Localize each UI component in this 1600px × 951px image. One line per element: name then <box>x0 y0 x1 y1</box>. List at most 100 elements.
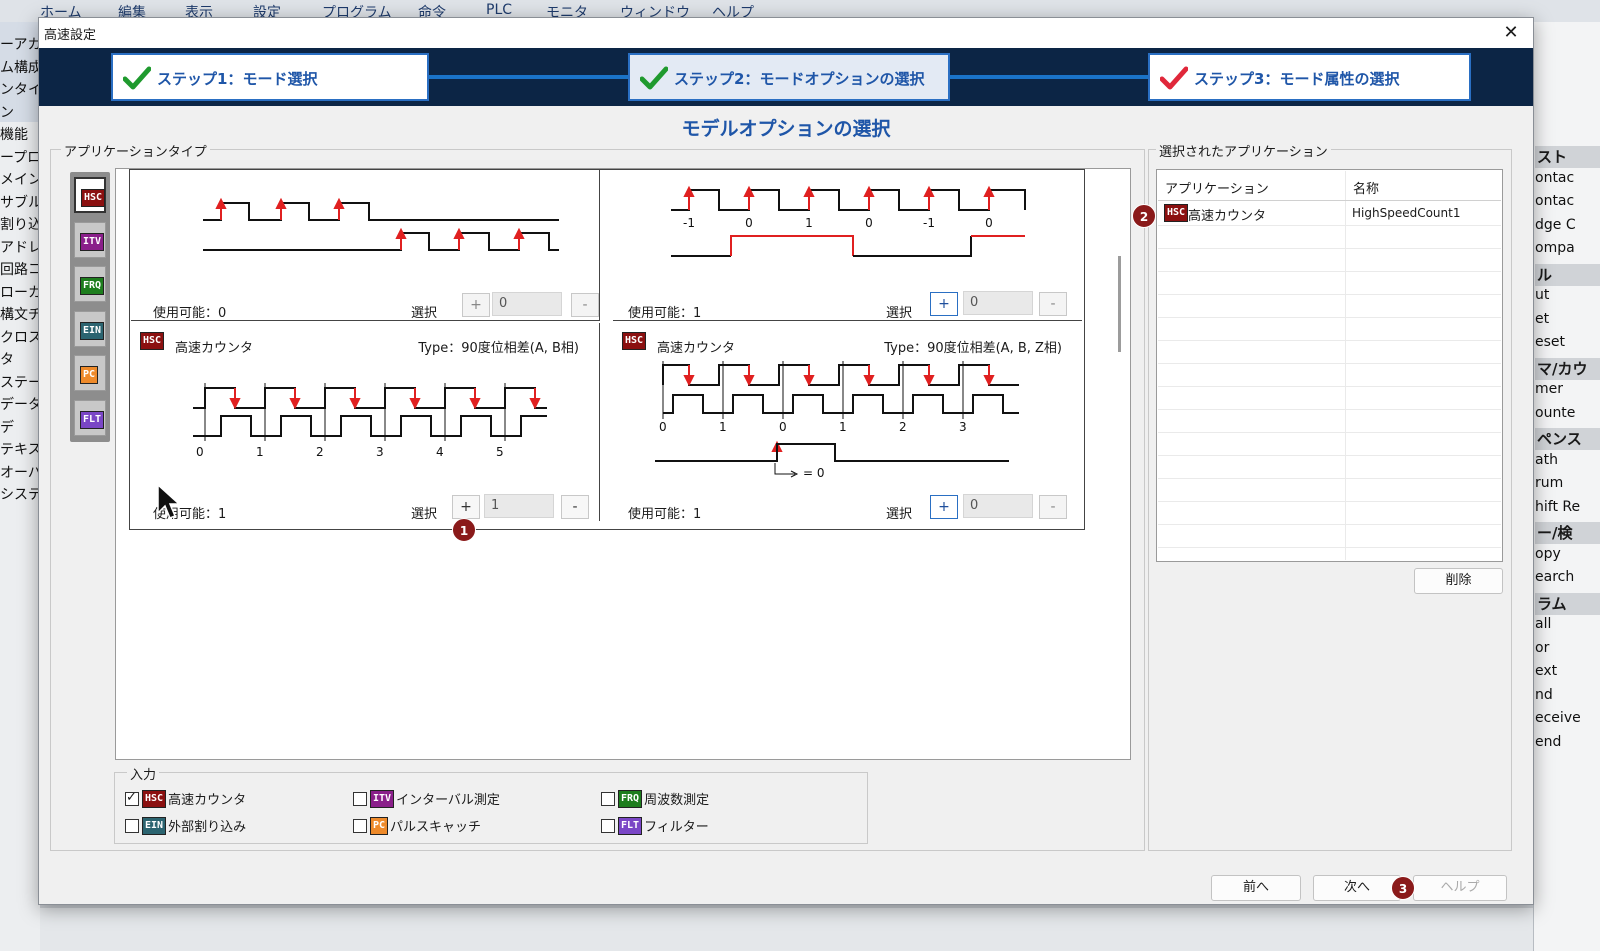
count-field[interactable]: 0 <box>492 292 562 316</box>
count-field[interactable]: 0 <box>963 291 1033 315</box>
bg-right-section-header[interactable]: スト <box>1535 146 1600 168</box>
checkbox-box[interactable] <box>125 818 139 833</box>
bg-right-item[interactable]: et <box>1535 310 1550 327</box>
direction-timing-diagram: -1 0 1 0 -1 0 <box>671 185 1026 257</box>
bg-right-item[interactable]: ounte <box>1535 404 1576 421</box>
bg-left-item[interactable]: ローカ <box>0 284 42 301</box>
count-field[interactable]: 0 <box>963 494 1033 518</box>
help-button[interactable]: ヘルプ <box>1413 875 1507 901</box>
vertical-scrollbar-thumb[interactable] <box>1118 256 1121 352</box>
type-flt-button[interactable]: FLT <box>74 400 106 436</box>
back-button[interactable]: 前へ <box>1211 875 1301 901</box>
bg-left-item[interactable]: 回路コ <box>0 262 42 278</box>
high-speed-settings-dialog: 高速設定 ✕ ステップ1：モード選択 ステップ2：モードオプションの選択 ステッ… <box>38 17 1534 905</box>
bg-right-item[interactable]: end <box>1535 733 1562 750</box>
bg-right-item[interactable]: rum <box>1535 475 1564 491</box>
bg-left-item[interactable]: ステー <box>0 374 42 391</box>
bg-left-item[interactable]: 機能 <box>0 127 28 143</box>
plus-button[interactable]: + <box>462 293 490 317</box>
hsc-icon: HSC <box>142 789 167 808</box>
minus-button[interactable]: - <box>1039 495 1067 519</box>
bg-left-item[interactable]: ン <box>0 104 14 121</box>
column-header-name[interactable]: 名称 <box>1353 182 1380 197</box>
delete-button[interactable]: 削除 <box>1414 568 1503 594</box>
bg-right-section-header[interactable]: ー/検 <box>1535 522 1600 544</box>
bg-left-item[interactable]: システ <box>0 487 42 503</box>
flt-icon: FLT <box>618 816 643 835</box>
checkbox-label: インターバル測定 <box>396 793 500 808</box>
minus-button[interactable]: - <box>571 293 599 317</box>
bg-right-item[interactable]: ut <box>1535 287 1550 303</box>
bg-left-item[interactable]: メイン <box>0 172 42 188</box>
bg-left-item[interactable]: テキス <box>0 442 42 458</box>
flt-icon: FLT <box>80 411 105 429</box>
bg-right-item[interactable]: ompa <box>1535 240 1575 256</box>
bg-right-section-header[interactable]: ル <box>1535 263 1600 286</box>
bg-right-item[interactable]: all <box>1535 616 1552 632</box>
checkbox-box[interactable] <box>353 791 367 806</box>
bg-right-item[interactable]: eceive <box>1535 710 1581 726</box>
next-button[interactable]: 次へ <box>1313 875 1401 901</box>
minus-button[interactable]: - <box>561 495 589 519</box>
bg-left-item[interactable]: デ <box>0 419 14 436</box>
bg-right-item[interactable]: mer <box>1535 381 1564 397</box>
bg-right-item[interactable]: nd <box>1535 686 1553 703</box>
frq-icon: FRQ <box>80 277 105 295</box>
bg-right-item[interactable]: dge C <box>1535 216 1576 233</box>
bg-left-item[interactable]: アドレ <box>0 239 42 256</box>
bg-left-item[interactable]: オーバ <box>0 464 42 481</box>
app-cell-1: -1 0 1 0 -1 0 使用可能：1 選択 + 0 - <box>613 170 1082 321</box>
plus-button[interactable]: + <box>930 495 958 519</box>
checkbox-box[interactable] <box>601 791 615 806</box>
bg-right-item[interactable]: ath <box>1535 451 1558 468</box>
plus-button[interactable]: + <box>452 495 480 519</box>
bg-right-section-header[interactable]: ラム <box>1535 592 1600 615</box>
minus-button[interactable]: - <box>1039 292 1067 316</box>
checkbox-box[interactable] <box>601 818 615 833</box>
bg-right-item[interactable]: ext <box>1535 663 1558 679</box>
bg-left-item[interactable]: タ <box>0 352 14 368</box>
column-header-application[interactable]: アプリケーション <box>1165 182 1269 197</box>
cell-title: 高速カウンタ <box>657 341 736 356</box>
bg-left-item[interactable]: 構文チ <box>0 307 42 323</box>
count-field[interactable]: 1 <box>484 494 554 518</box>
bg-left-item[interactable]: ープロ <box>0 149 42 166</box>
bg-left-item[interactable]: 割り込 <box>0 217 42 233</box>
bg-right-item[interactable]: ontac <box>1535 193 1575 209</box>
tick-label: 5 <box>496 445 504 459</box>
bg-left-item[interactable]: ム構成 <box>0 59 42 76</box>
bg-right-section-header[interactable]: ペンス <box>1535 428 1600 450</box>
type-pc-button[interactable]: PC <box>74 355 106 391</box>
bg-right-item[interactable]: ontac <box>1535 169 1575 186</box>
row-divider <box>1158 547 1501 548</box>
type-itv-button[interactable]: ITV <box>74 222 106 258</box>
bg-right-item[interactable]: eset <box>1535 334 1566 350</box>
bg-left-item[interactable]: クロス <box>0 329 42 346</box>
bg-left-item[interactable]: サブル <box>0 194 42 211</box>
close-button[interactable]: ✕ <box>1503 22 1519 43</box>
checkbox-box[interactable] <box>125 790 139 806</box>
plus-button[interactable]: + <box>930 292 958 316</box>
bg-left-item[interactable]: ーアカ <box>0 37 42 53</box>
bg-left-item[interactable]: データ <box>0 397 42 413</box>
bg-menu-plc[interactable]: PLC <box>486 2 513 18</box>
type-hsc-button[interactable]: HSC <box>74 177 106 213</box>
type-frq-button[interactable]: FRQ <box>74 266 106 302</box>
selected-apps-table[interactable]: アプリケーション 名称 HSC 高速カウンタ HighSpeedCount1 <box>1156 169 1503 562</box>
bg-right-item[interactable]: or <box>1535 639 1550 656</box>
select-label: 選択 <box>411 306 438 321</box>
bg-right-item[interactable]: earch <box>1535 569 1575 585</box>
step-connector <box>949 75 1149 79</box>
bg-right-item[interactable]: opy <box>1535 545 1561 562</box>
type-ein-button[interactable]: EIN <box>74 311 106 347</box>
table-row[interactable]: HSC 高速カウンタ HighSpeedCount1 <box>1158 201 1501 225</box>
bg-right-section-header[interactable]: マ/カウ <box>1535 357 1600 380</box>
bg-right-item[interactable]: hift Re <box>1535 498 1581 515</box>
checkbox-box[interactable] <box>353 818 367 833</box>
